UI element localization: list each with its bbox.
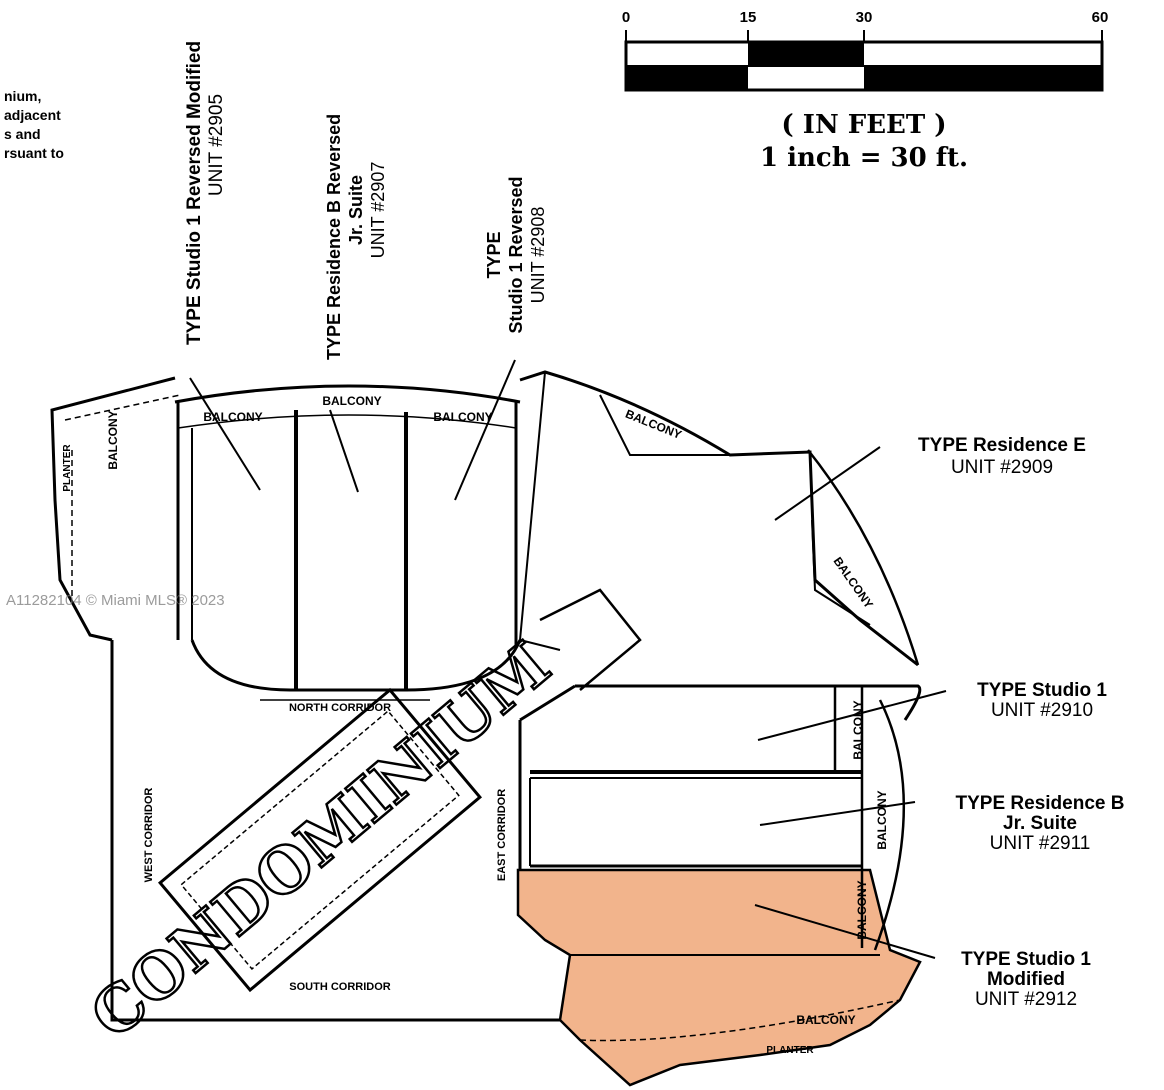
corridor-label-south: SOUTH CORRIDOR <box>289 981 391 993</box>
unit-number-text: UNIT #2912 <box>975 989 1077 1010</box>
scale-units: ( IN FEET ) <box>781 110 946 140</box>
unit-type-text: TYPE Residence B Reversed <box>324 114 344 360</box>
unit-label-2911: TYPE Residence B Jr. Suite UNIT #2911 <box>956 793 1125 854</box>
balcony-label: BALCONY <box>875 790 889 849</box>
unit-type-text: TYPE <box>484 231 504 278</box>
leader-line <box>757 690 947 741</box>
leader-line <box>774 446 881 521</box>
scale-segment <box>626 66 748 90</box>
balcony-label: BALCONY <box>831 554 877 611</box>
scale-tick-label: 0 <box>622 9 630 26</box>
scale-tick-label: 30 <box>856 9 873 26</box>
notes-line: nium, <box>4 88 41 104</box>
leader-line <box>329 409 359 493</box>
balcony-label: BALCONY <box>855 880 869 939</box>
notes-line: s and <box>4 126 41 142</box>
unit-number-text: UNIT #2911 <box>990 833 1091 854</box>
notes-fragment: nium, adjacent s and rsuant to <box>4 88 64 161</box>
scale-bar: 0 15 30 60 ( IN FEET ) 1 inch = 30 ft. <box>622 9 1109 173</box>
leader-line <box>759 801 916 826</box>
unit-type-text: TYPE Studio 1 Reversed Modified <box>184 41 205 345</box>
unit-label-2908: TYPE Studio 1 Reversed UNIT #2908 <box>484 176 548 333</box>
leader-line <box>189 377 261 491</box>
balcony-label: BALCONY <box>203 410 262 424</box>
unit-subtype-text: Studio 1 Reversed <box>506 176 526 333</box>
corridor-label-west: WEST CORRIDOR <box>143 788 155 883</box>
scale-tick-label: 60 <box>1092 9 1109 26</box>
unit-number-text: UNIT #2908 <box>528 207 548 304</box>
leader-line <box>754 904 936 959</box>
scale-segment <box>864 66 1102 90</box>
unit-type-text: TYPE Studio 1 <box>977 680 1107 701</box>
unit-number-text: UNIT #2909 <box>951 457 1053 478</box>
planter-label: PLANTER <box>766 1045 814 1056</box>
unit-subtype-text: Jr. Suite <box>1003 813 1077 834</box>
notes-line: rsuant to <box>4 145 64 161</box>
unit-type-text: TYPE Residence E <box>918 435 1086 456</box>
balcony-label: BALCONY <box>106 410 120 469</box>
unit-subtype-text: Jr. Suite <box>346 175 366 245</box>
unit-type-text: TYPE Residence B <box>956 793 1125 814</box>
unit-type-text: TYPE Studio 1 <box>961 949 1091 970</box>
unit-label-2912: TYPE Studio 1 Modified UNIT #2912 <box>961 949 1091 1010</box>
balcony-label: BALCONY <box>851 700 865 759</box>
unit-number-text: UNIT #2910 <box>991 700 1093 721</box>
leader-line <box>454 359 516 501</box>
scale-tick-label: 15 <box>740 9 757 26</box>
notes-line: adjacent <box>4 107 61 123</box>
balcony-label: BALCONY <box>796 1013 855 1027</box>
balcony-label: BALCONY <box>322 394 381 408</box>
unit-number-text: UNIT #2907 <box>368 162 388 259</box>
building-walls <box>50 370 922 1042</box>
watermark: A11282104 © Miami MLS® 2023 <box>6 592 225 609</box>
unit-label-2905: TYPE Studio 1 Reversed Modified UNIT #29… <box>184 41 227 345</box>
balcony-label: BALCONY <box>433 410 492 424</box>
scale-segment <box>748 42 864 66</box>
scale-ratio: 1 inch = 30 ft. <box>760 143 968 173</box>
planter-label: PLANTER <box>62 444 73 492</box>
corridor-label-north: NORTH CORRIDOR <box>289 702 391 714</box>
unit-label-2909: TYPE Residence E UNIT #2909 <box>918 435 1086 478</box>
unit-label-2907: TYPE Residence B Reversed Jr. Suite UNIT… <box>324 114 388 360</box>
leader-lines <box>189 359 947 959</box>
unit-number-text: UNIT #2905 <box>206 94 227 196</box>
unit-subtype-text: Modified <box>987 969 1065 990</box>
unit-label-2910: TYPE Studio 1 UNIT #2910 <box>977 680 1107 721</box>
corridor-label-east: EAST CORRIDOR <box>496 789 508 881</box>
